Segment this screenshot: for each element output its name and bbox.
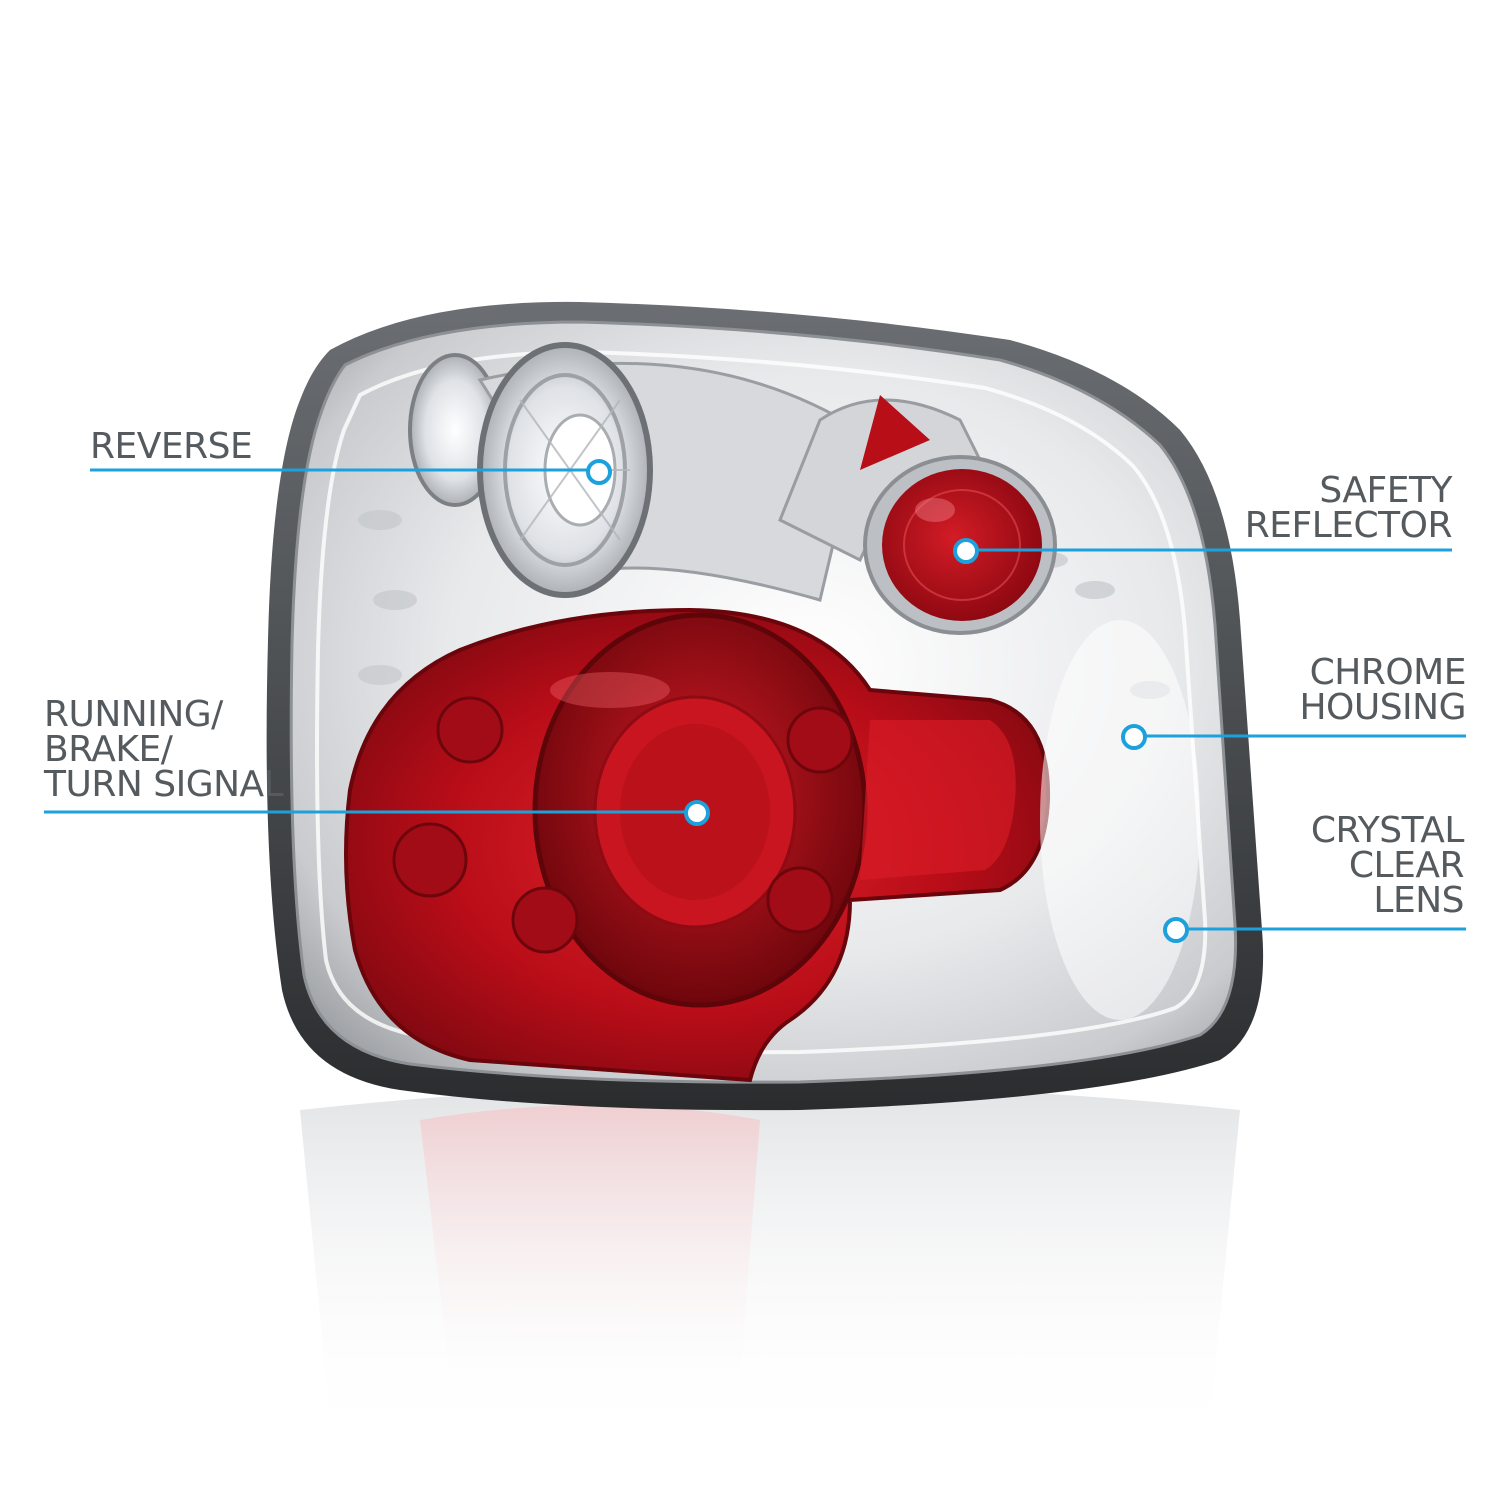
callout-label-line: REFLECTOR <box>1244 505 1453 546</box>
floor-reflection <box>300 1085 1240 1445</box>
callout-label-reverse: REVERSE <box>90 426 253 467</box>
callout-label-crystal-clear-lens: CRYSTAL CLEAR LENS <box>1310 810 1465 921</box>
callout-label-line: BRAKE/ <box>44 729 173 770</box>
callout-label-line: RUNNING/ <box>44 694 223 735</box>
callout-label-line: SAFETY <box>1319 470 1452 511</box>
callout-label-chrome-housing: CHROME HOUSING <box>1299 652 1467 728</box>
callout-label-line: HOUSING <box>1299 687 1466 728</box>
callout-label-line: TURN SIGNAL <box>44 764 284 805</box>
callout-label-running-brake-turn: RUNNING/ BRAKE/ TURN SIGNAL <box>44 694 284 805</box>
callout-label-line: REVERSE <box>90 426 253 467</box>
marker-dot-running-brake-turn <box>684 800 710 826</box>
callout-label-line: CLEAR <box>1348 845 1465 886</box>
callout-markers <box>44 459 1466 943</box>
marker-dot-chrome-housing <box>1121 724 1147 750</box>
marker-dot-crystal-clear-lens <box>1163 917 1189 943</box>
marker-dot-reverse <box>586 459 612 485</box>
callout-label-line: LENS <box>1373 880 1464 921</box>
callout-label-line: CHROME <box>1309 652 1467 693</box>
callout-label-line: CRYSTAL <box>1310 810 1465 851</box>
marker-dot-safety-reflector <box>953 538 979 564</box>
callout-label-safety-reflector: SAFETY REFLECTOR <box>1244 470 1453 546</box>
